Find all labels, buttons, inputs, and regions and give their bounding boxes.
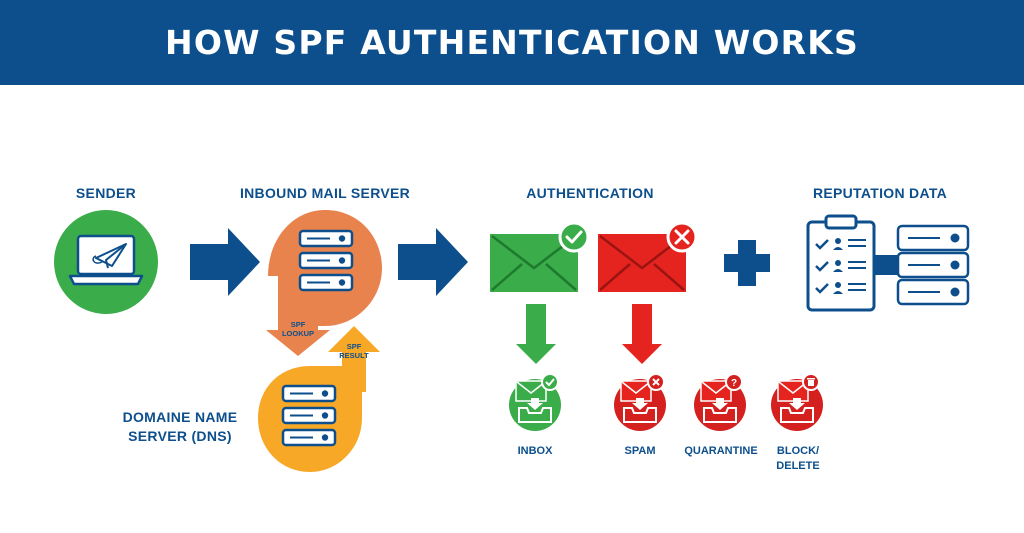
dns-label-line2: SERVER (DNS) (128, 428, 232, 444)
page-title: HOW SPF AUTHENTICATION WORKS (165, 23, 859, 62)
paper-plane-icon (92, 243, 127, 269)
check-icon (558, 221, 590, 253)
dns-node (258, 366, 362, 472)
fail-down-arrow (622, 304, 662, 364)
plus-icon (724, 240, 770, 286)
spf-result-arrow (328, 326, 380, 392)
dns-label: DOMAINE NAME SERVER (DNS) (110, 408, 250, 446)
auth-fail-envelope (598, 221, 698, 292)
connector-bar (874, 255, 900, 275)
dns-server-icon (281, 384, 337, 447)
spam-x-icon (647, 373, 665, 391)
inbox-check-icon (541, 373, 559, 391)
block-delete-label: BLOCK/ DELETE (768, 444, 828, 474)
inbox-label: INBOX (517, 445, 553, 457)
server-icon (298, 229, 354, 292)
sender-node (54, 210, 158, 314)
spf-lookup-line1: SPF (290, 320, 306, 329)
block-delete-line2: DELETE (776, 460, 820, 472)
inbound-server-label: INBOUND MAIL SERVER (239, 185, 411, 201)
spam-label: SPAM (624, 445, 656, 457)
question-icon: ? (725, 373, 743, 391)
spf-lookup-arrow (266, 300, 330, 356)
inbound-server-node (268, 210, 382, 326)
block-delete-outcome (771, 373, 823, 431)
dns-label-line1: DOMAINE NAME (122, 409, 238, 425)
title-banner: HOW SPF AUTHENTICATION WORKS (0, 0, 1024, 85)
authentication-label: AUTHENTICATION (526, 185, 654, 201)
trash-icon (802, 373, 820, 391)
spf-result-line1: SPF (346, 342, 362, 351)
sender-label: SENDER (75, 185, 137, 201)
spam-outcome (614, 373, 666, 431)
clipboard-checklist-icon (806, 214, 876, 312)
auth-pass-envelope (490, 221, 590, 292)
spf-result-label: SPF RESULT (326, 342, 382, 360)
quarantine-label: QUARANTINE (684, 445, 758, 457)
svg-text:?: ? (731, 378, 737, 389)
inbox-tray-icon (518, 398, 552, 423)
block-delete-line1: BLOCK/ (776, 445, 820, 457)
reputation-label: REPUTATION DATA (812, 185, 948, 201)
inbox-outcome (509, 373, 561, 431)
quarantine-outcome: ? (694, 373, 746, 431)
flow-arrow-1 (190, 228, 260, 296)
reputation-server-icon (896, 224, 970, 306)
spf-lookup-label: SPF LOOKUP (270, 320, 326, 338)
x-icon (666, 221, 698, 253)
flow-arrow-2 (398, 228, 468, 296)
reputation-node (806, 214, 970, 312)
spf-result-line2: RESULT (339, 351, 369, 360)
pass-down-arrow (516, 304, 556, 364)
spf-lookup-line2: LOOKUP (281, 329, 315, 338)
